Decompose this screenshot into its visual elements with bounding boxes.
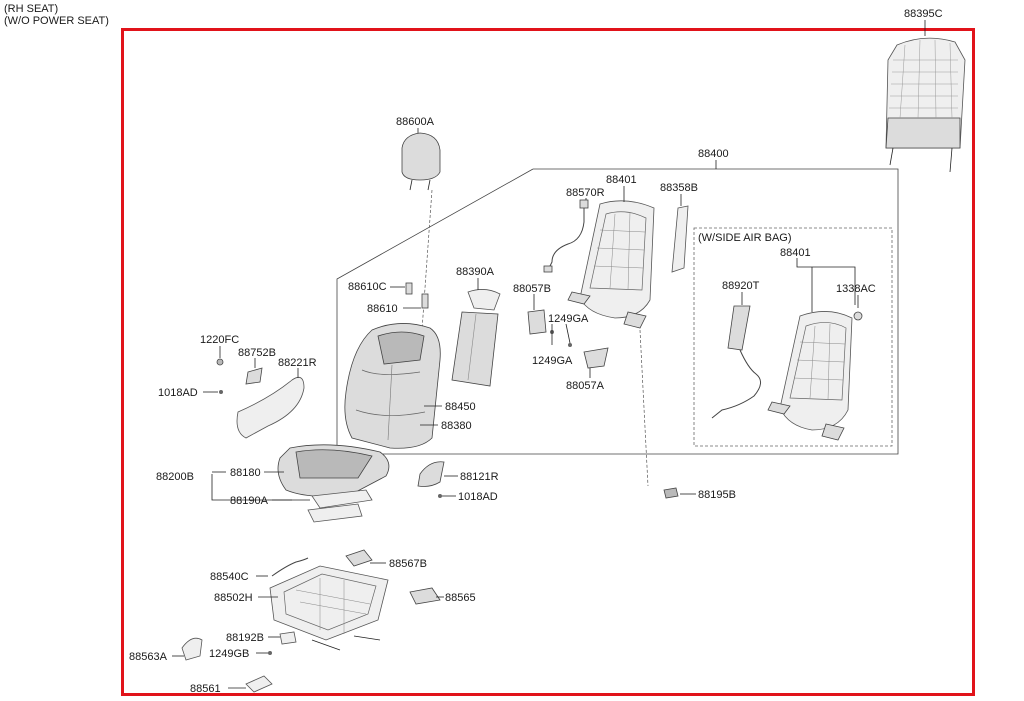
- label-88570R: 88570R: [566, 187, 605, 199]
- bracket-88057A-part: [583, 347, 609, 369]
- label-88192B: 88192B: [226, 632, 264, 644]
- headrest-cover-88395C-part: [885, 37, 966, 173]
- leader-88401-b: [796, 258, 856, 305]
- label-88563A: 88563A: [129, 651, 168, 663]
- label-88565: 88565: [445, 592, 476, 604]
- side-airbag-box: [693, 227, 893, 447]
- seat-frame-88502H-part: [269, 565, 389, 651]
- header-wo-power-seat: (W/O POWER SEAT): [4, 15, 109, 27]
- label-88380: 88380: [441, 420, 472, 432]
- bolt-1249GA-b: [568, 343, 572, 347]
- label-88401: 88401: [606, 174, 637, 186]
- label-88401-b: 88401: [780, 247, 811, 259]
- side-shield-88221R-part: [236, 376, 305, 439]
- label-88502H: 88502H: [214, 592, 253, 604]
- label-88450: 88450: [445, 401, 476, 413]
- label-88200B: 88200B: [156, 471, 194, 483]
- bolt-88195B-part: [663, 487, 679, 499]
- label-88057A: 88057A: [566, 380, 605, 392]
- seatback-frame-88401-sab-part: [767, 311, 853, 441]
- label-88610C: 88610C: [348, 281, 387, 293]
- diagram-frame: [121, 28, 975, 696]
- cover-88565-part: [409, 587, 441, 605]
- label-1249GA-b: 1249GA: [532, 355, 573, 367]
- header-rh-seat: (RH SEAT): [4, 3, 59, 15]
- label-1220FC: 1220FC: [200, 334, 239, 346]
- label-88567B: 88567B: [389, 558, 427, 570]
- bracket-88358B-part: [671, 205, 689, 273]
- cover-88563A-part: [181, 637, 203, 661]
- bracket-88567B-part: [345, 549, 373, 567]
- side-airbag-title: (W/SIDE AIR BAG): [698, 232, 792, 244]
- label-1018AD-a: 1018AD: [158, 387, 198, 399]
- label-88400: 88400: [698, 148, 729, 160]
- label-88195B: 88195B: [698, 489, 736, 501]
- dashline-88195B: [639, 329, 649, 487]
- screw-1018AD-b: [438, 494, 442, 498]
- label-88057B: 88057B: [513, 283, 551, 295]
- label-88540C: 88540C: [210, 571, 249, 583]
- harness-88570R-part: [543, 199, 589, 273]
- seatback-cover-88380-part: [344, 323, 441, 449]
- airbag-module-88920T-part: [711, 305, 761, 419]
- label-88180: 88180: [230, 467, 261, 479]
- bracket-88057B-part: [527, 309, 547, 335]
- label-1249GA-a: 1249GA: [548, 313, 589, 325]
- label-88561: 88561: [190, 683, 221, 695]
- leader-1249GA-b: [565, 323, 571, 344]
- dashline-headrest: [421, 189, 433, 331]
- cushion-cover-88180-part: [277, 444, 390, 497]
- label-88920T: 88920T: [722, 280, 760, 292]
- seatback-frame-88401-part: [567, 200, 655, 329]
- label-88600A: 88600A: [396, 116, 435, 128]
- screw-1220FC: [216, 358, 224, 366]
- pad-88390A-part: [451, 289, 501, 387]
- cover-88192B-part: [279, 631, 297, 645]
- label-88121R: 88121R: [460, 471, 499, 483]
- bracket-88752B-part: [245, 367, 263, 385]
- label-88190A: 88190A: [230, 495, 269, 507]
- label-1338AC: 1338AC: [836, 283, 876, 295]
- label-88221R: 88221R: [278, 357, 317, 369]
- label-88390A: 88390A: [456, 266, 495, 278]
- label-1249GB: 1249GB: [209, 648, 249, 660]
- label-88358B: 88358B: [660, 182, 698, 194]
- cover-88561-part: [245, 675, 273, 693]
- cushion-pad-88190A-part: [307, 489, 373, 523]
- assembly-box-88400: [336, 168, 899, 455]
- nut-1338AC: [853, 311, 863, 321]
- label-88610: 88610: [367, 303, 398, 315]
- leader-88200B: [211, 474, 292, 501]
- guide-88610C-part: [405, 282, 413, 295]
- label-88752B: 88752B: [238, 347, 276, 359]
- harness-88540C-part: [271, 557, 309, 577]
- screw-1018AD-a: [219, 390, 223, 394]
- label-88395C: 88395C: [904, 8, 943, 20]
- label-1018AD-b: 1018AD: [458, 491, 498, 503]
- guide-88610-part: [421, 293, 429, 309]
- cover-88121R-part: [417, 461, 445, 487]
- bolt-1249GB: [268, 651, 272, 655]
- headrest-88600A-part: [401, 132, 441, 191]
